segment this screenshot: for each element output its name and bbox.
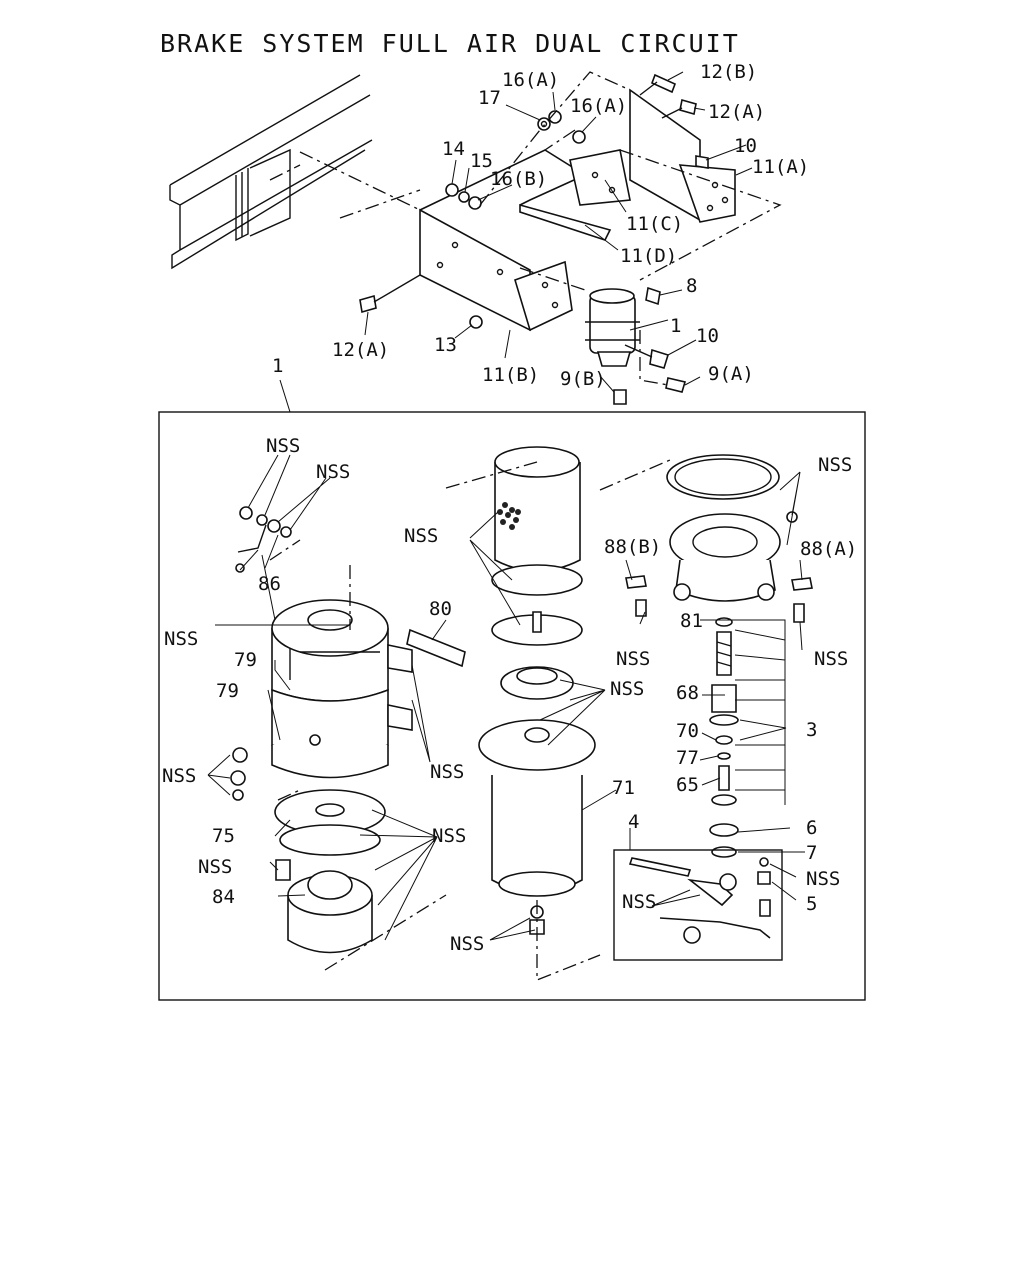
bracket-80 bbox=[387, 628, 466, 731]
bolt-12b bbox=[639, 73, 677, 96]
callout-11a: 11(A) bbox=[752, 156, 809, 178]
nut-13 bbox=[469, 315, 483, 329]
fitting-8 bbox=[645, 286, 661, 306]
canister-71 bbox=[478, 719, 596, 935]
callout-nss-12: NSS bbox=[616, 648, 650, 670]
callout-nss-8: NSS bbox=[404, 525, 438, 547]
callout-75: 75 bbox=[212, 825, 235, 847]
callout-9b: 9(B) bbox=[560, 368, 606, 390]
callout-1-small: 1 bbox=[670, 315, 681, 337]
callout-79-lower: 79 bbox=[216, 680, 239, 702]
callout-nss-1: NSS bbox=[266, 435, 300, 457]
callout-10-top: 10 bbox=[734, 135, 757, 157]
desiccant-cartridge bbox=[494, 446, 581, 572]
nut-16b bbox=[468, 196, 482, 210]
callout-12b: 12(B) bbox=[700, 61, 757, 83]
callout-13: 13 bbox=[434, 334, 457, 356]
bracket-11a bbox=[629, 88, 736, 223]
callout-5: 5 bbox=[806, 893, 817, 915]
callout-68: 68 bbox=[676, 682, 699, 704]
callout-1-main: 1 bbox=[272, 355, 283, 377]
bolt-12a-top bbox=[661, 98, 697, 119]
small-parts-left bbox=[230, 506, 292, 881]
callout-17: 17 bbox=[478, 87, 501, 109]
diagram-title: BRAKE SYSTEM FULL AIR DUAL CIRCUIT bbox=[160, 29, 740, 58]
callout-9a: 9(A) bbox=[708, 363, 754, 385]
callout-nss-6: NSS bbox=[432, 825, 466, 847]
callout-11d: 11(D) bbox=[620, 245, 677, 267]
callout-12a-left: 12(A) bbox=[332, 339, 389, 361]
nut-16a-top bbox=[548, 110, 562, 124]
callout-nss-14: NSS bbox=[622, 891, 656, 913]
callout-65: 65 bbox=[676, 774, 699, 796]
detail-box bbox=[158, 411, 866, 1001]
callout-10-mid: 10 bbox=[696, 325, 719, 347]
callout-4: 4 bbox=[628, 811, 639, 833]
callout-nss-4: NSS bbox=[162, 765, 196, 787]
callout-86: 86 bbox=[258, 573, 281, 595]
callout-nss-5: NSS bbox=[430, 761, 464, 783]
plate-disc bbox=[491, 564, 583, 596]
callout-nss-15: NSS bbox=[806, 868, 840, 890]
nut-16a-mid bbox=[572, 130, 586, 144]
callout-nss-3: NSS bbox=[164, 628, 198, 650]
fitting-9b bbox=[613, 389, 627, 405]
dryer-body bbox=[271, 688, 389, 779]
bolt-10-mid bbox=[624, 344, 669, 369]
callout-12a-top: 12(A) bbox=[708, 101, 765, 123]
callout-79-upper: 79 bbox=[234, 649, 257, 671]
clips-88 bbox=[625, 575, 813, 623]
center-bolt bbox=[532, 611, 542, 633]
callout-7: 7 bbox=[806, 842, 817, 864]
callout-71: 71 bbox=[612, 777, 635, 799]
small-parts-right bbox=[757, 511, 798, 885]
callout-70: 70 bbox=[676, 720, 699, 742]
washer-15 bbox=[458, 191, 470, 203]
callout-nss-10: NSS bbox=[450, 933, 484, 955]
bolt-12a-left bbox=[359, 274, 421, 314]
callout-16a-top: 16(A) bbox=[502, 69, 559, 91]
callout-8: 8 bbox=[686, 275, 697, 297]
callout-84: 84 bbox=[212, 886, 235, 908]
frame-rail bbox=[169, 74, 373, 270]
washer-14 bbox=[445, 183, 459, 197]
dryer-cover-79 bbox=[271, 599, 389, 702]
callout-3: 3 bbox=[806, 719, 817, 741]
bolt-10-top bbox=[695, 155, 709, 169]
mounting-bracket-11b bbox=[419, 149, 587, 332]
callout-16b: 16(B) bbox=[490, 168, 547, 190]
callout-14: 14 bbox=[442, 138, 465, 160]
check-valve-disc bbox=[500, 666, 574, 700]
callout-6: 6 bbox=[806, 817, 817, 839]
housing-top bbox=[666, 454, 781, 602]
callout-11b: 11(B) bbox=[482, 364, 539, 386]
washer-17 bbox=[537, 117, 551, 131]
heater-assembly-4 bbox=[613, 849, 783, 961]
callout-88a: 88(A) bbox=[800, 538, 857, 560]
callout-77: 77 bbox=[676, 747, 699, 769]
callout-88b: 88(B) bbox=[604, 536, 661, 558]
callout-81: 81 bbox=[680, 610, 703, 632]
base-84 bbox=[287, 870, 373, 954]
callout-15: 15 bbox=[470, 150, 493, 172]
callout-nss-13: NSS bbox=[814, 648, 848, 670]
callout-16a-mid: 16(A) bbox=[570, 95, 627, 117]
callout-nss-2: NSS bbox=[316, 461, 350, 483]
seal-75 bbox=[274, 789, 386, 856]
callout-80: 80 bbox=[429, 598, 452, 620]
callout-11c: 11(C) bbox=[626, 213, 683, 235]
callout-nss-11: NSS bbox=[818, 454, 852, 476]
air-dryer-small-view bbox=[585, 288, 640, 367]
callout-nss-7: NSS bbox=[198, 856, 232, 878]
fitting-9a bbox=[665, 377, 687, 393]
callout-nss-9: NSS bbox=[610, 678, 644, 700]
valve-stack bbox=[709, 617, 739, 858]
